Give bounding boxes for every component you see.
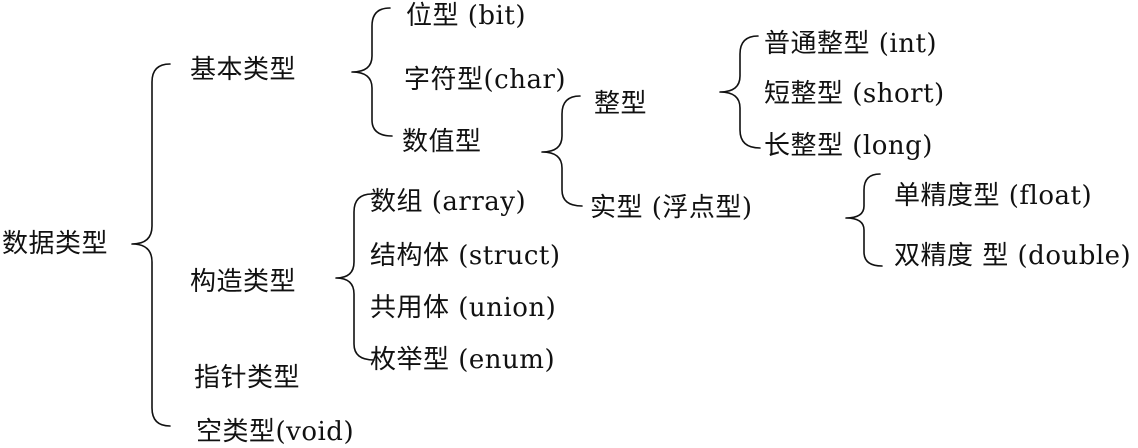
- short-type-label: 短整型 (short): [764, 79, 945, 109]
- bit-type-label: 位型 (bit): [406, 1, 526, 31]
- integer-brace: [719, 35, 761, 149]
- integer-type-label: 整型: [594, 89, 648, 119]
- constructed-types-label: 构造类型: [190, 267, 297, 297]
- struct-type-label: 结构体 (struct): [370, 241, 561, 271]
- void-type-label: 空类型(void): [196, 417, 355, 447]
- numeric-brace: [541, 95, 583, 207]
- numeric-type-label: 数值型: [402, 127, 482, 157]
- root-brace: [131, 63, 171, 427]
- real-type-label: 实型 (浮点型): [590, 193, 753, 223]
- real-brace: [845, 173, 883, 267]
- basic-types-label: 基本类型: [190, 55, 297, 85]
- long-type-label: 长整型 (long): [764, 131, 933, 161]
- union-type-label: 共用体 (union): [370, 293, 557, 323]
- basic-brace: [351, 7, 393, 137]
- int-type-label: 普通整型 (int): [764, 29, 938, 59]
- pointer-types-label: 指针类型: [194, 363, 301, 393]
- array-type-label: 数组 (array): [370, 187, 527, 217]
- root-label: 数据类型: [2, 229, 109, 259]
- char-type-label: 字符型(char): [404, 65, 567, 95]
- enum-type-label: 枚举型 (enum): [370, 345, 556, 375]
- constructed-brace: [335, 193, 375, 361]
- float-type-label: 单精度型 (float): [894, 181, 1093, 211]
- double-type-label: 双精度 型 (double): [894, 241, 1132, 271]
